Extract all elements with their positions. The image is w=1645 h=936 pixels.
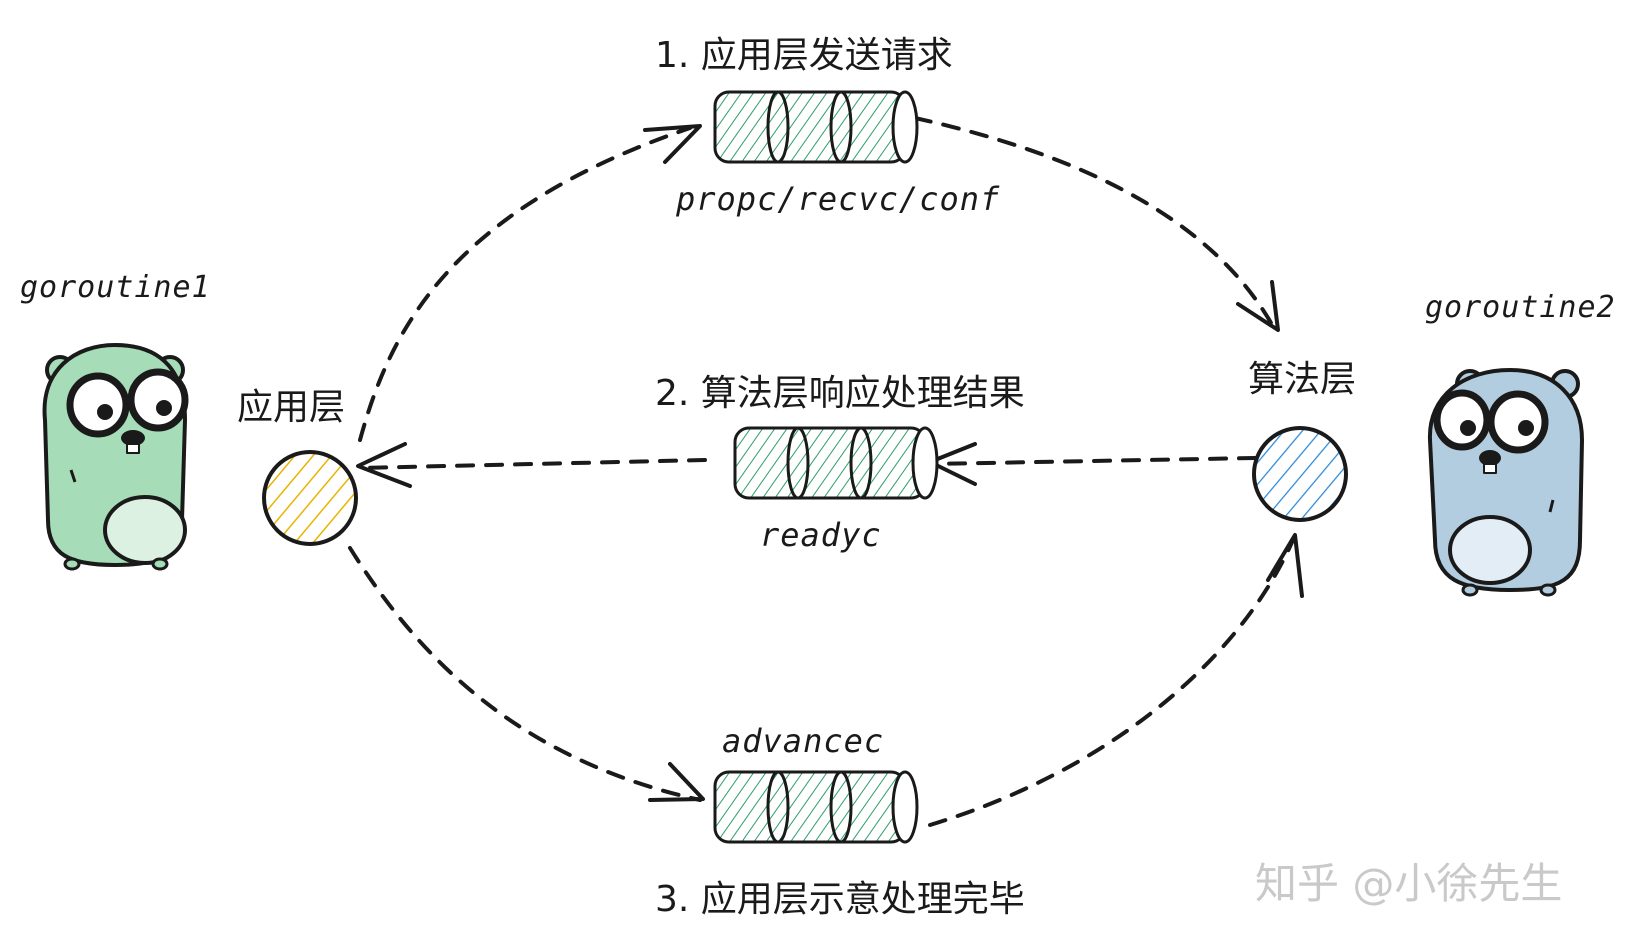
arrow-bottom-channel-to-algo (928, 538, 1295, 827)
channel-middle-label: readyc (760, 516, 882, 554)
channel-middle (733, 426, 939, 500)
watermark: 知乎 @小徐先生 (1255, 859, 1563, 908)
channel-bottom-label: advancec (722, 722, 885, 760)
goroutine2-label: goroutine2 (1425, 290, 1616, 325)
app-layer-node (262, 450, 358, 546)
flow-arrows (348, 116, 1295, 827)
gopher-right-illustration (1427, 368, 1584, 597)
app-layer-label: 应用层 (237, 387, 346, 428)
arrowhead-algo-bottom (1266, 533, 1304, 598)
step3-label: 3. 应用层示意处理完毕 (655, 879, 1025, 920)
goroutine1-label: goroutine1 (20, 270, 211, 305)
arrow-app-to-top-channel (358, 126, 692, 442)
channel-top-label: propc/recvc/conf (676, 180, 1001, 218)
arrow-top-channel-to-algo (913, 116, 1277, 332)
arrowhead-app (356, 442, 412, 488)
gopher-left-illustration (42, 343, 189, 571)
arrow-app-to-bottom-channel (348, 546, 702, 802)
algo-layer-label: 算法层 (1248, 359, 1357, 400)
algo-layer-node (1252, 426, 1348, 522)
arrowhead-top-channel (643, 124, 702, 164)
step2-label: 2. 算法层响应处理结果 (655, 373, 1025, 414)
arrow-algo-to-middle-channel (928, 456, 1257, 466)
channel-bottom (713, 770, 919, 844)
arrowhead-algo-top (1236, 280, 1280, 332)
step1-label: 1. 应用层发送请求 (655, 35, 953, 76)
arrowhead-bottom-channel (648, 762, 705, 802)
arrow-middle-channel-to-app (358, 458, 707, 470)
channel-top (713, 90, 919, 164)
